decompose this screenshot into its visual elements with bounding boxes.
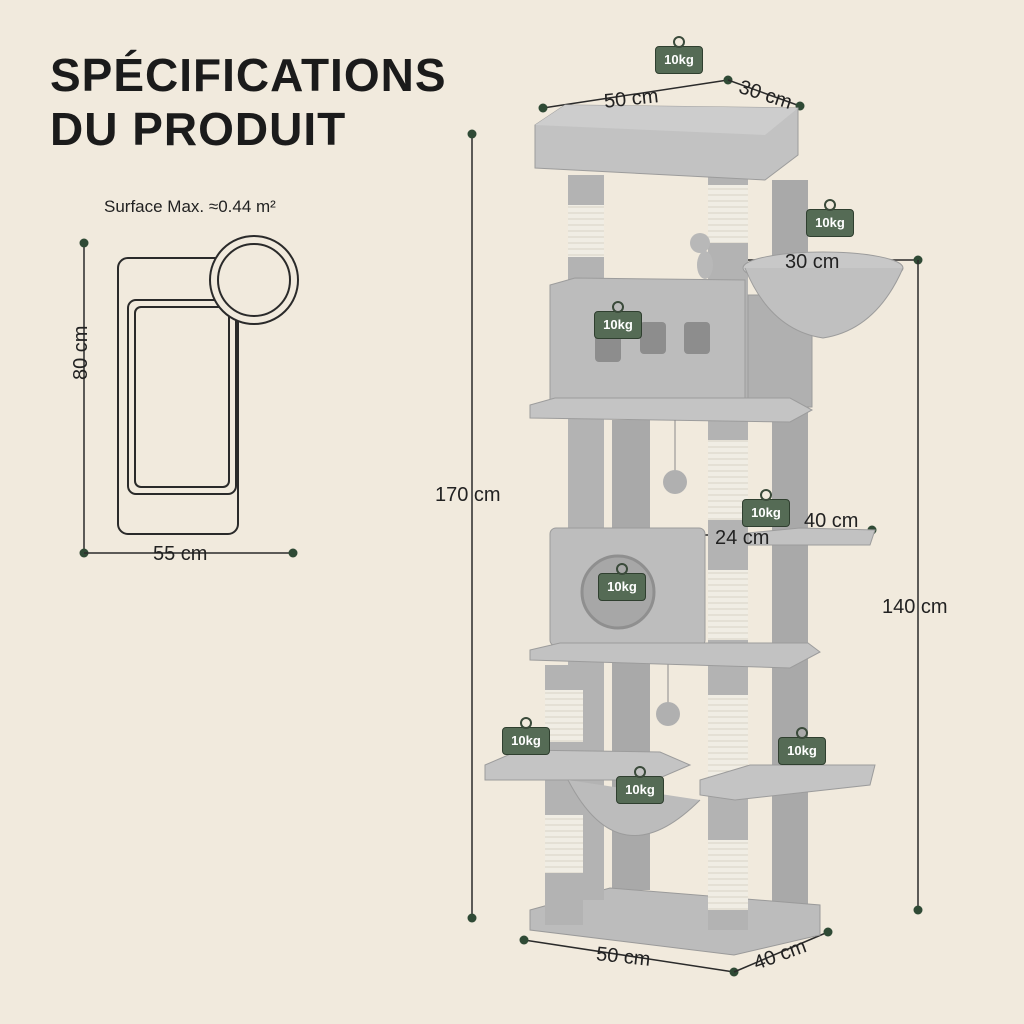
post-height-label: 140 cm: [882, 596, 948, 618]
title-line-1: SPÉCIFICATIONS: [50, 49, 447, 101]
shelf-depth-label: 24 cm: [715, 527, 770, 549]
weight-badge-right-platform: 10kg: [778, 727, 826, 765]
weight-badge-hammock: 10kg: [616, 766, 664, 804]
footprint-height-text: 80 cm: [70, 325, 92, 380]
title-line-2: DU PRODUIT: [50, 103, 347, 155]
basket-width-label: 30 cm: [785, 251, 840, 273]
weight-badge-upper-condo: 10kg: [594, 301, 642, 339]
weight-badge-shelf: 10kg: [742, 489, 790, 527]
weight-badge-basket: 10kg: [806, 199, 854, 237]
footprint-width-label: 55 cm: [153, 543, 208, 565]
weight-badge-middle-condo: 10kg: [598, 563, 646, 601]
total-height-label: 170 cm: [435, 484, 501, 506]
shelf-width-label: 40 cm: [804, 510, 859, 532]
footprint-diagram: [79, 235, 299, 558]
weight-badge-left-platform: 10kg: [502, 717, 550, 755]
surface-label: Surface Max. ≈0.44 m²: [104, 197, 276, 216]
page-title: SPÉCIFICATIONS DU PRODUIT: [50, 48, 447, 156]
footprint-height-label: 80 cm: [70, 326, 93, 380]
weight-badge-top: 10kg: [655, 36, 703, 74]
cat-tree: [484, 104, 904, 956]
